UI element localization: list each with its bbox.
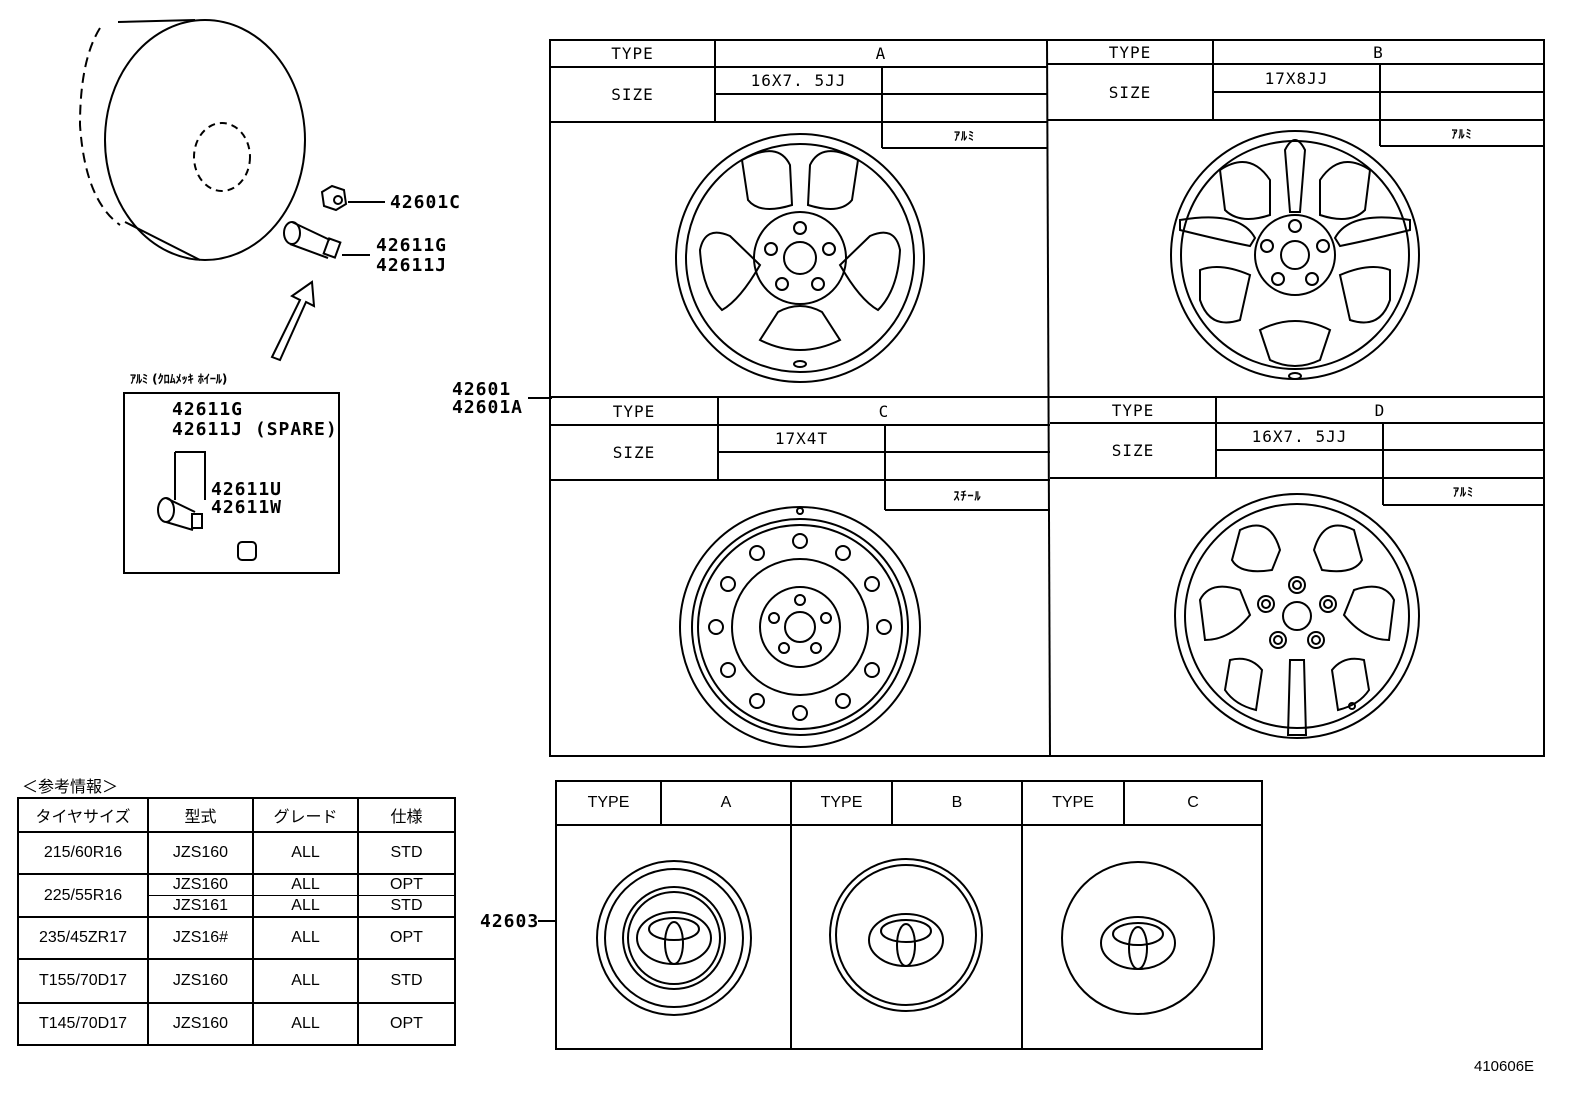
type-b-size-label: SIZE (1108, 82, 1152, 102)
cap-frame (555, 780, 1263, 1050)
wheel-d-drawing (1174, 493, 1420, 739)
wheel-b-drawing (1170, 130, 1420, 380)
reference-cell-spec: OPT (357, 916, 456, 960)
reference-cell-model: JZS160 (147, 873, 254, 896)
type-d-size-label: SIZE (1111, 441, 1155, 460)
reference-cell-spec: STD (357, 958, 456, 1004)
reference-cell-spec: STD (357, 895, 456, 918)
reference-cell-grade: ALL (252, 958, 359, 1004)
inset-title: ｱﾙﾐ (ｸﾛﾑﾒｯｷ ﾎｲｰﾙ) (130, 372, 228, 386)
table-row: JZS161 ALL STD (18, 895, 456, 918)
reference-cell-model: JZS160 (147, 831, 254, 875)
type-b-material: ｱﾙﾐ (1451, 126, 1473, 141)
type-b-value: B (1373, 42, 1384, 62)
type-b-size-value: 17X8JJ (1264, 68, 1329, 88)
reference-cell-grade: ALL (252, 831, 359, 875)
cap-b-drawing (829, 858, 983, 1012)
tire-drum-drawing (78, 19, 306, 261)
part-number-42611g: 42611G (376, 235, 448, 256)
reference-cell-grade: ALL (252, 916, 359, 960)
cap-b-value: B (951, 794, 963, 811)
cap-b-type-label: TYPE (820, 794, 863, 811)
reference-cell-model: JZS160 (147, 1002, 254, 1046)
type-b-type-label: TYPE (1108, 42, 1152, 62)
wheel-a-drawing (675, 133, 925, 383)
type-d-size-value: 16X7. 5JJ (1251, 427, 1348, 446)
reference-cell-spec: STD (357, 831, 456, 875)
cap-c-type-label: TYPE (1052, 794, 1094, 811)
reference-cell-tire: 215/60R16 (17, 831, 149, 875)
inset-valve-drawing (157, 497, 203, 531)
type-c-size-label: SIZE (612, 443, 656, 462)
table-row: T155/70D17 JZS160 ALL STD (17, 958, 456, 1004)
reference-table: タイヤサイズ 型式 グレード 仕様 215/60R16 JZS160 ALL S… (17, 797, 456, 1046)
wheel-spec-frame (549, 39, 1545, 757)
nut-42601c-drawing (320, 184, 385, 212)
cap-c-drawing (1061, 861, 1215, 1015)
reference-header-model: 型式 (147, 797, 254, 833)
reference-cell-spec: OPT (357, 873, 456, 896)
type-c-material: ｽﾁｰﾙ (953, 488, 982, 503)
table-row: T145/70D17 JZS160 ALL OPT (17, 1002, 456, 1046)
part-number-42601c: 42601C (390, 192, 462, 213)
part-number-42603: 42603 (480, 911, 540, 932)
pointer-arrow (270, 280, 316, 362)
part-number-42601: 42601 (452, 379, 512, 400)
type-a-value: A (875, 44, 887, 63)
cap-a-type-label: TYPE (587, 794, 630, 811)
reference-cell-model: JZS160 (147, 958, 254, 1004)
cap-a-value: A (720, 794, 732, 811)
reference-cell-model: JZS16# (147, 916, 254, 960)
table-row: 225/55R16 JZS160 ALL OPT (17, 873, 456, 918)
reference-header-grade: グレード (252, 797, 359, 833)
inset-part-42611j-spare: 42611J (SPARE) (172, 419, 338, 440)
reference-cell-grade: ALL (252, 1002, 359, 1046)
table-row: 235/45ZR17 JZS16# ALL OPT (17, 916, 456, 960)
reference-cell-grade: ALL (252, 873, 359, 896)
inset-part-42611u: 42611U (211, 479, 283, 500)
type-d-value: D (1374, 400, 1386, 420)
reference-cell-tire: 225/55R16 (17, 873, 149, 918)
reference-cell-spec: OPT (357, 1002, 456, 1046)
reference-header-spec: 仕様 (357, 797, 456, 833)
inset-box (123, 392, 340, 574)
wheel-c-drawing (679, 506, 921, 748)
reference-cell-tire: T145/70D17 (17, 1002, 149, 1046)
valve-stem-drawing (283, 221, 370, 259)
reference-cell-model: JZS161 (147, 895, 254, 918)
inset-cap-drawing (237, 541, 257, 561)
type-d-type-label: TYPE (1111, 400, 1155, 420)
reference-cell-grade: ALL (252, 895, 359, 918)
type-a-size-value: 16X7. 5JJ (750, 71, 847, 90)
part-number-42601a: 42601A (452, 397, 524, 418)
type-a-type-label: TYPE (611, 44, 654, 63)
table-row: 215/60R16 JZS160 ALL STD (17, 831, 456, 875)
type-c-type-label: TYPE (612, 401, 656, 421)
inset-part-42611w: 42611W (211, 497, 283, 518)
part-number-42611j: 42611J (376, 255, 448, 276)
reference-cell-tire: 235/45ZR17 (17, 916, 149, 960)
cap-c-value: C (1187, 794, 1199, 811)
cap-a-drawing (596, 860, 752, 1016)
reference-cell-tire: T155/70D17 (17, 958, 149, 1004)
type-c-size-value: 17X4T (774, 429, 829, 448)
type-d-material: ｱﾙﾐ (1452, 485, 1474, 499)
inset-part-42611g: 42611G (172, 399, 244, 420)
type-a-size-label: SIZE (611, 85, 654, 104)
reference-title: ＜参考情報＞ (22, 777, 119, 796)
type-c-value: C (878, 401, 890, 421)
type-a-material: ｱﾙﾐ (953, 128, 975, 143)
reference-header-tire: タイヤサイズ (17, 797, 149, 833)
diagram-id: 410606E (1474, 1058, 1535, 1075)
